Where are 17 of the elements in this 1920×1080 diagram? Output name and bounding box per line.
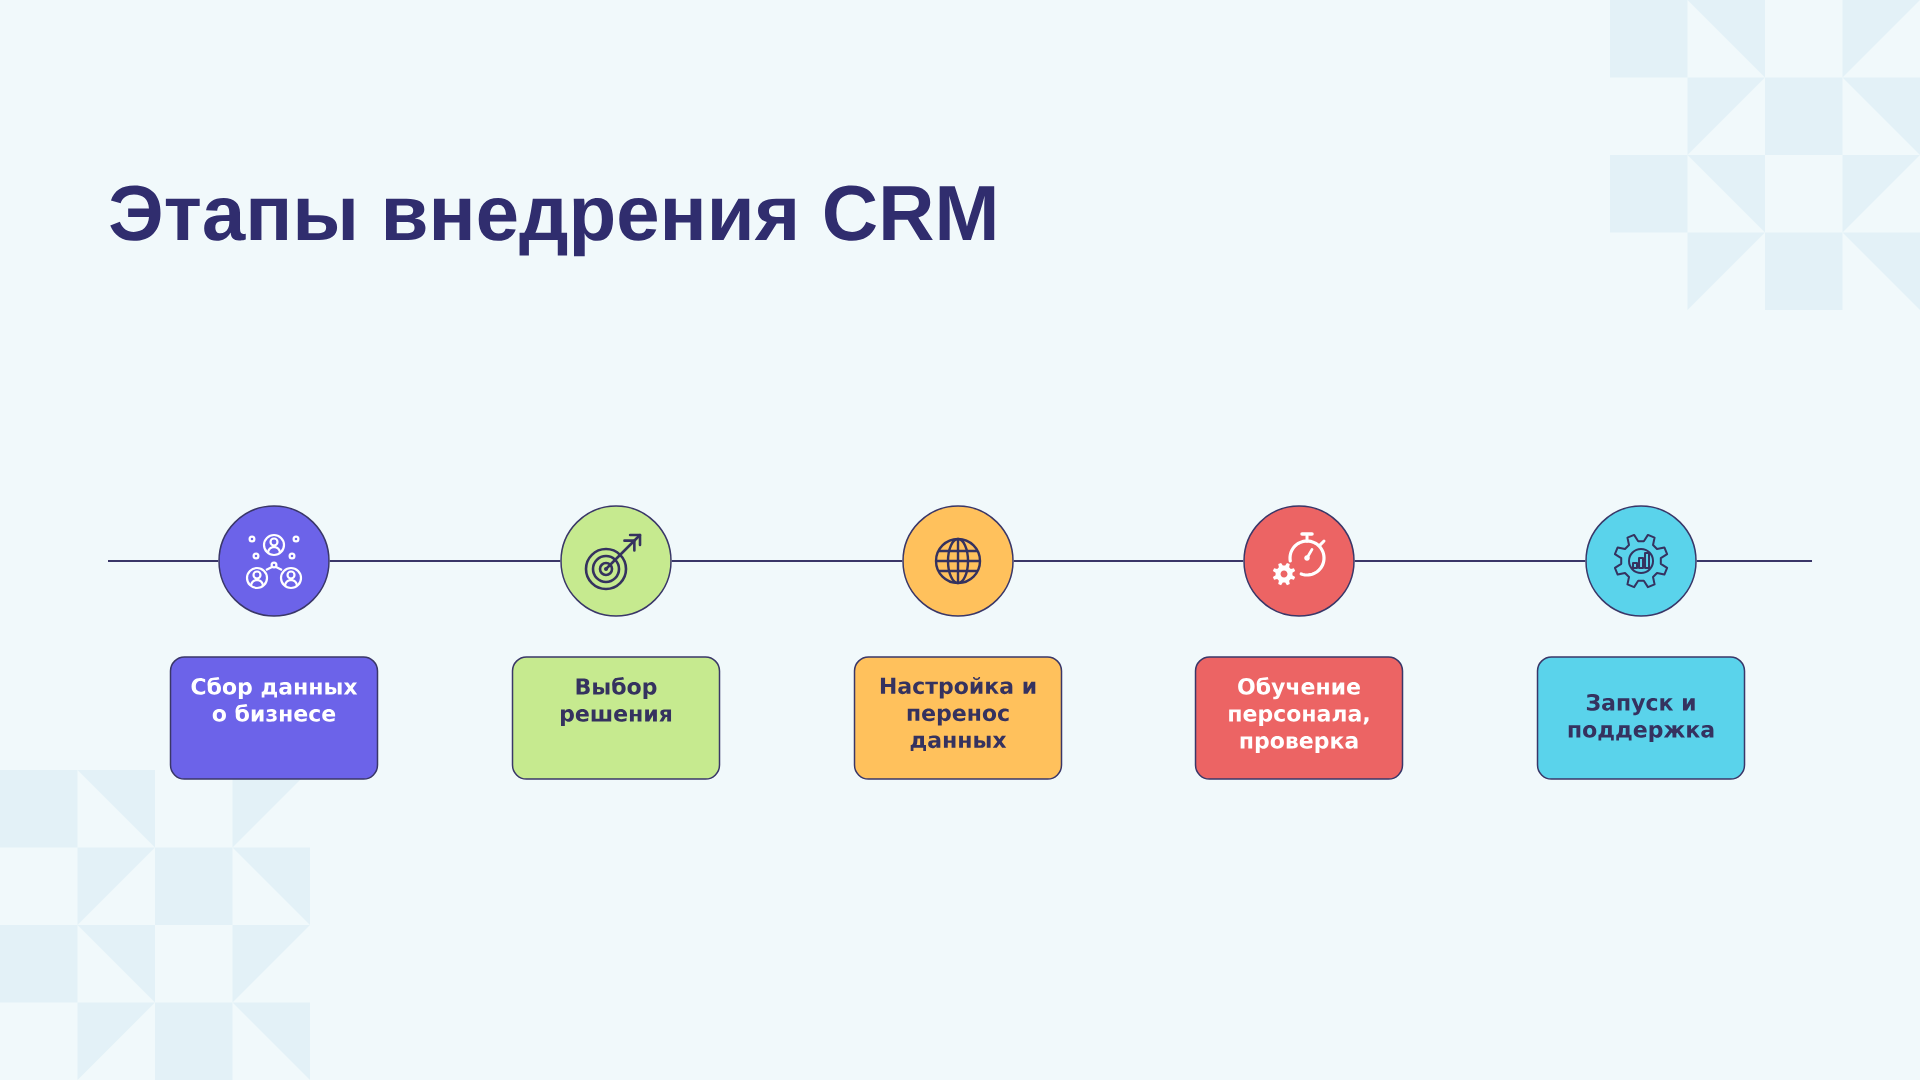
step-box: Обучение персонала, проверка [1194, 656, 1404, 780]
title: Этапы внедрения CRM [110, 185, 995, 257]
timeline-line [1695, 560, 1813, 562]
step-box: Выбор решения [511, 656, 721, 780]
step-circle [218, 505, 330, 617]
timeline-line [670, 560, 904, 562]
step-circle [560, 505, 672, 617]
step-box: Сбор данных о бизнесе [169, 656, 379, 780]
step-box: Настройка и перенос данных [853, 656, 1063, 780]
timeline-line [328, 560, 562, 562]
timeline-line [1012, 560, 1245, 562]
step-circle [1243, 505, 1355, 617]
timeline-line [1353, 560, 1587, 562]
timeline-line [107, 560, 220, 562]
step-circle [902, 505, 1014, 617]
step-circle [1585, 505, 1697, 617]
step-box: Запуск и поддержка [1536, 656, 1746, 780]
